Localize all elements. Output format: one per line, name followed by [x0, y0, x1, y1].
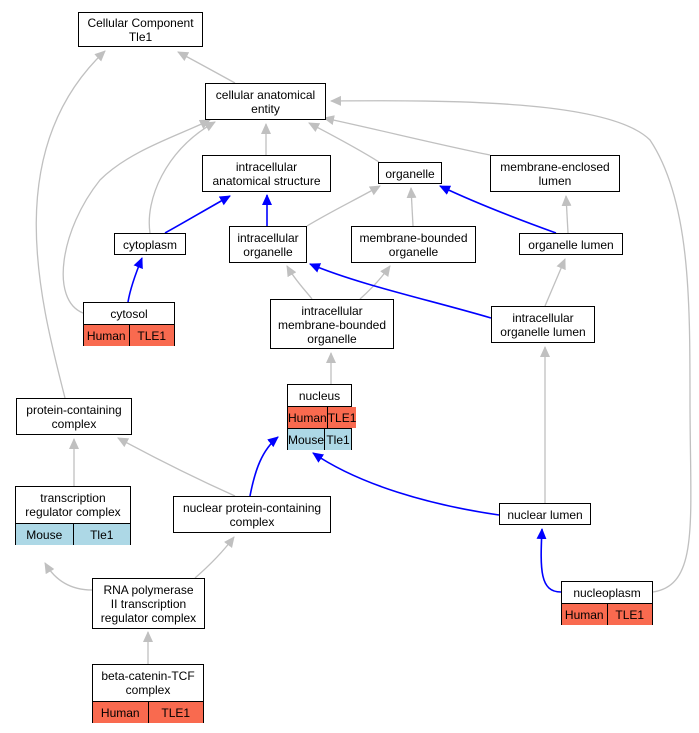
species-cell: Human [84, 325, 129, 346]
node-label: Cellular Component Tle1 [87, 16, 194, 44]
node-nl[interactable]: nuclear lumen [499, 503, 591, 525]
edge-imbo-to-mbo [359, 265, 391, 300]
node-cae[interactable]: cellular anatomical entity [205, 83, 326, 120]
node-organelle[interactable]: organelle [378, 162, 442, 184]
species-cell: Mouse [288, 429, 325, 450]
edge-nl-to-nucleus [312, 452, 500, 516]
node-label: nucleus [298, 388, 341, 403]
edge-imbo-to-io [286, 265, 313, 300]
node-ol[interactable]: organelle lumen [519, 233, 623, 255]
node-label: protein-containing complex [26, 403, 122, 431]
edge-ol-to-organelle [439, 185, 557, 234]
node-iol[interactable]: intracellular organelle lumen [491, 306, 595, 343]
gene-cell: TLE1 [128, 325, 174, 346]
species-cell: Human [93, 702, 148, 723]
edge-ol-to-mel [561, 195, 572, 234]
edge-rnap-to-trc [44, 562, 93, 591]
node-imbo[interactable]: intracellular membrane-bounded organelle [270, 299, 394, 349]
edge-io-to-organelle [306, 185, 381, 227]
edge-np-to-cae [330, 95, 692, 593]
species-cell: Mouse [16, 524, 73, 545]
edge-cytoplasm-to-ias [164, 195, 231, 234]
edge-iol-to-ol [544, 258, 566, 307]
node-rnap[interactable]: RNA polymerase II transcription regulato… [92, 578, 205, 629]
node-mel[interactable]: membrane-enclosed lumen [490, 155, 620, 192]
gene-cell: TLE1 [606, 604, 652, 625]
node-label: membrane-enclosed lumen [500, 160, 610, 188]
node-label: transcription regulator complex [25, 491, 121, 519]
edge-cytosol-to-cae [62, 119, 211, 314]
node-label: RNA polymerase II transcription regulato… [100, 583, 197, 625]
gene-cell: Tle1 [324, 429, 351, 450]
edge-cytosol-to-cytoplasm [127, 257, 143, 303]
edge-cytoplasm-to-cae [148, 121, 216, 234]
edge-np-to-nl [536, 528, 562, 593]
node-label: nuclear lumen [507, 507, 583, 522]
edge-cae-to-root [177, 51, 236, 84]
species-cell: Human [288, 407, 327, 428]
edge-npcc-to-pcc [117, 437, 236, 497]
gene-cell: TLE1 [147, 702, 203, 723]
gene-cell: TLE1 [326, 407, 357, 428]
node-label: intracellular organelle lumen [500, 311, 586, 339]
node-label: organelle [385, 166, 435, 181]
edge-organelle-to-cae [308, 122, 380, 163]
edge-mbo-to-organelle [406, 187, 417, 227]
node-ias[interactable]: intracellular anatomical structure [202, 155, 331, 192]
edge-mel-to-cae [323, 115, 491, 156]
node-label: beta-catenin-TCF complex [101, 669, 195, 697]
node-mbo[interactable]: membrane-bounded organelle [351, 226, 476, 263]
node-pcc[interactable]: protein-containing complex [16, 398, 132, 435]
node-label: nucleoplasm [573, 585, 641, 600]
edge-rnap-to-npcc [194, 536, 235, 579]
node-label: cytoplasm [122, 237, 178, 252]
node-label: intracellular anatomical structure [212, 160, 321, 188]
node-label: cellular anatomical entity [215, 88, 316, 116]
node-label: membrane-bounded organelle [359, 231, 468, 259]
node-io[interactable]: intracellular organelle [229, 226, 307, 263]
node-label: cytosol [110, 306, 148, 321]
edge-iol-to-io [309, 263, 492, 319]
node-cytoplasm[interactable]: cytoplasm [114, 233, 186, 255]
node-label: intracellular organelle [237, 231, 299, 259]
node-root[interactable]: Cellular Component Tle1 [78, 12, 203, 47]
node-label: nuclear protein-containing complex [182, 501, 322, 529]
gene-cell: Tle1 [72, 524, 130, 545]
node-label: intracellular membrane-bounded organelle [277, 303, 387, 346]
node-label: organelle lumen [528, 237, 614, 252]
node-npcc[interactable]: nuclear protein-containing complex [173, 496, 331, 533]
edge-npcc-to-nucleus [249, 436, 279, 497]
species-cell: Human [562, 604, 607, 625]
edge-pcc-to-root [35, 50, 106, 399]
